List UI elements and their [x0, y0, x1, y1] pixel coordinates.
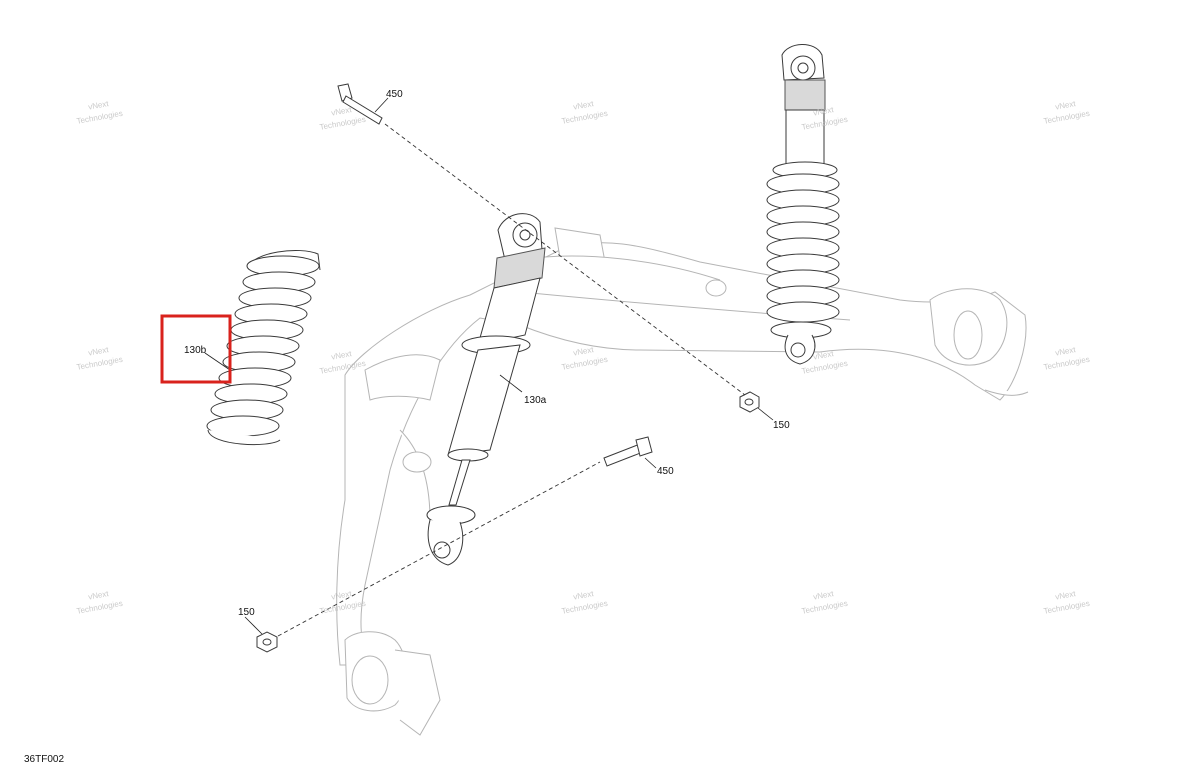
svg-text:vNext: vNext	[88, 589, 110, 602]
watermark: vNext Technologies	[1043, 99, 1091, 126]
svg-text:vNext: vNext	[573, 589, 595, 602]
svg-text:Technologies: Technologies	[76, 109, 124, 126]
leader-spring	[204, 352, 231, 371]
svg-text:vNext: vNext	[813, 349, 835, 362]
svg-text:vNext: vNext	[88, 345, 110, 358]
svg-text:Technologies: Technologies	[1043, 599, 1091, 616]
svg-text:vNext: vNext	[573, 345, 595, 358]
bolt-upper	[337, 83, 383, 125]
watermark: vNext Technologies	[76, 345, 124, 372]
nut-left	[256, 631, 278, 653]
svg-text:vNext: vNext	[331, 349, 353, 362]
figure-code: 36TF002	[24, 754, 65, 765]
coil-spring	[206, 249, 321, 446]
leader-shock	[499, 374, 523, 393]
callout-spring: 130b	[184, 345, 207, 356]
svg-text:vNext: vNext	[813, 589, 835, 602]
svg-text:vNext: vNext	[1055, 345, 1077, 358]
svg-text:Technologies: Technologies	[561, 355, 609, 372]
svg-text:Technologies: Technologies	[1043, 355, 1091, 372]
svg-text:Technologies: Technologies	[561, 109, 609, 126]
svg-text:vNext: vNext	[331, 105, 353, 118]
svg-text:Technologies: Technologies	[801, 359, 849, 376]
watermark: vNext Technologies	[561, 589, 609, 616]
svg-text:vNext: vNext	[573, 99, 595, 112]
callout-shock: 130a	[524, 395, 547, 406]
lower-control-arm	[336, 227, 1029, 736]
svg-text:vNext: vNext	[331, 589, 353, 602]
svg-text:Technologies: Technologies	[561, 599, 609, 616]
callout-bolt-lower: 450	[657, 466, 674, 477]
watermark: vNext Technologies	[801, 589, 849, 616]
nut-right	[739, 391, 760, 413]
shock-absorber	[426, 213, 546, 566]
shock-absorber-assembly	[766, 44, 840, 365]
watermark: vNext Technologies	[561, 99, 609, 126]
assembly-axis-lower	[277, 461, 601, 637]
watermark: vNext Technologies	[1043, 589, 1091, 616]
watermark: vNext Technologies	[1043, 345, 1091, 372]
callout-nut-right: 150	[773, 420, 790, 431]
svg-text:Technologies: Technologies	[801, 599, 849, 616]
leader-nut-right	[757, 407, 774, 421]
leader-bolt-lower	[644, 457, 657, 469]
leader-nut-left	[244, 616, 263, 635]
watermark: vNext Technologies	[76, 99, 124, 126]
leader-bolt-upper	[374, 97, 389, 113]
svg-text:Technologies: Technologies	[1043, 109, 1091, 126]
svg-text:vNext: vNext	[813, 105, 835, 118]
watermark: vNext Technologies	[76, 589, 124, 616]
svg-text:vNext: vNext	[1055, 589, 1077, 602]
highlight-box	[160, 314, 232, 384]
callout-bolt-upper: 450	[386, 89, 403, 100]
assembly-axis-upper	[384, 123, 746, 396]
svg-text:Technologies: Technologies	[319, 115, 367, 132]
bolt-lower	[603, 436, 653, 467]
svg-text:Technologies: Technologies	[76, 599, 124, 616]
svg-text:Technologies: Technologies	[76, 355, 124, 372]
svg-text:vNext: vNext	[1055, 99, 1077, 112]
callout-nut-left: 150	[238, 607, 255, 618]
svg-text:vNext: vNext	[88, 99, 110, 112]
